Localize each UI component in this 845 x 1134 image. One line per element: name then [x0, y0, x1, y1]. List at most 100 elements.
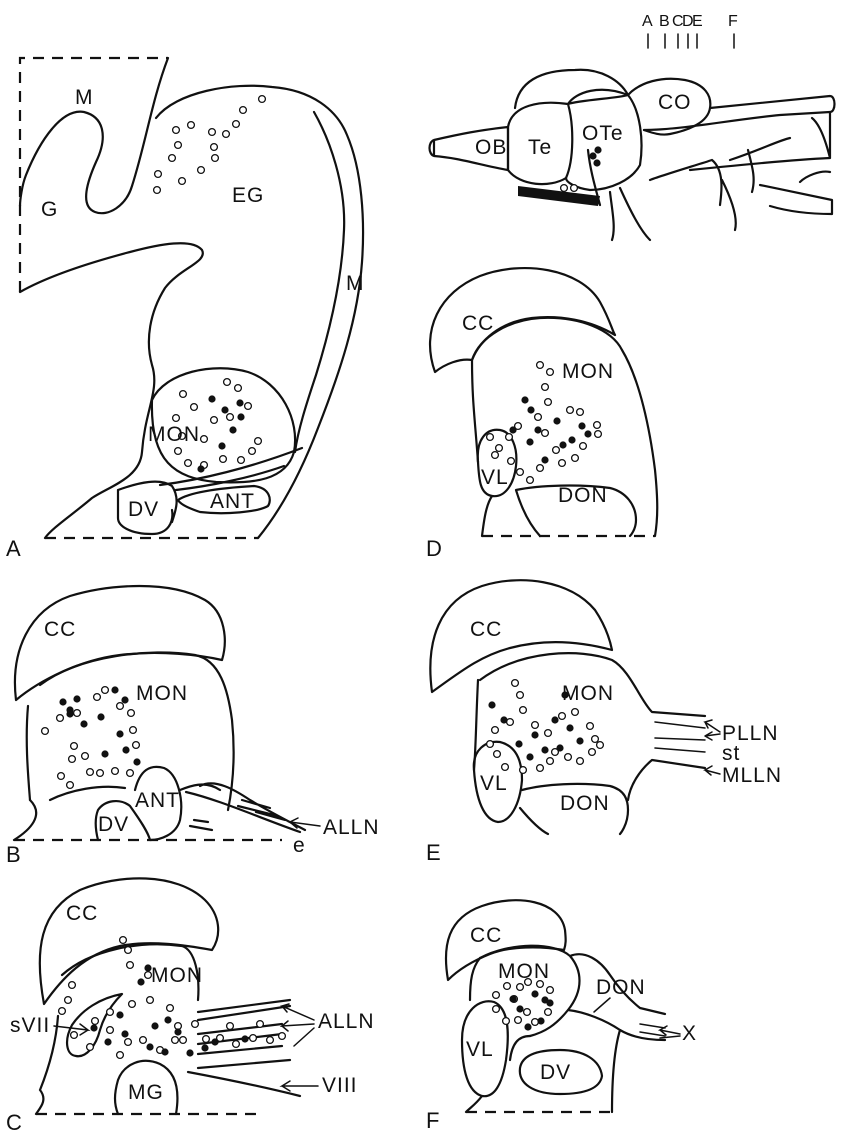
panel-c: CC MON sVII MG ALLN VIII C	[6, 877, 375, 1134]
level-label-f: F	[728, 13, 739, 30]
label-a-g: G	[41, 198, 58, 221]
arrow-c-svii	[53, 1023, 91, 1036]
open-dot	[177, 176, 187, 186]
open-dot	[40, 726, 50, 736]
panel-letter-a: A	[6, 536, 21, 561]
open-dot	[171, 125, 181, 135]
level-label-a: A	[642, 13, 654, 30]
filled-dot	[241, 1035, 249, 1043]
level-label-c: C	[672, 13, 685, 30]
label-c-svii: sVII	[10, 1014, 50, 1037]
filled-dot	[559, 441, 567, 449]
open-dot	[565, 405, 575, 415]
open-dot	[525, 475, 535, 485]
filled-dot	[531, 990, 539, 998]
open-dot	[535, 979, 545, 989]
open-dot	[118, 935, 128, 945]
filled-dot	[73, 695, 81, 703]
open-dot	[550, 747, 560, 757]
label-e-plln: PLLN	[722, 722, 779, 745]
filled-dot	[151, 1022, 159, 1030]
filled-dot	[527, 406, 535, 414]
label-e-vl: VL	[480, 772, 508, 795]
filled-dot	[137, 978, 145, 986]
panel-e-lower	[472, 678, 630, 836]
open-dot	[231, 1039, 241, 1049]
open-dot	[545, 756, 555, 766]
label-c-mon: MON	[151, 964, 203, 987]
label-e-mlln: MLLN	[722, 764, 782, 787]
panel-a-granular-lip	[18, 242, 204, 540]
open-dot	[221, 129, 231, 139]
label-a-eg: EG	[232, 184, 264, 207]
open-dot	[530, 720, 540, 730]
level-label-d: D	[682, 13, 695, 30]
arrow-c-viii	[279, 1080, 319, 1092]
filled-dot	[546, 999, 554, 1007]
panel-e-cc	[429, 579, 614, 694]
panel-c-dots	[57, 935, 287, 1060]
filled-dot	[104, 1038, 112, 1046]
open-dot	[540, 428, 550, 438]
label-d-don: DON	[558, 484, 608, 507]
open-dot	[165, 1003, 175, 1013]
open-dot	[145, 995, 155, 1005]
filled-dot	[526, 753, 534, 761]
panel-c-mon	[34, 943, 200, 1116]
brain-optic-nerve	[518, 186, 600, 206]
label-f-cc: CC	[470, 924, 502, 947]
panel-a-outer-contour	[154, 84, 365, 540]
open-dot	[490, 725, 500, 735]
panel-c-cc	[38, 877, 220, 1006]
arrow-f-x	[657, 1025, 681, 1039]
open-dot	[485, 739, 495, 749]
filled-dot	[537, 1017, 545, 1025]
panel-a-cerebellum-fold	[18, 56, 170, 215]
open-dot	[201, 1034, 211, 1044]
filled-dot	[531, 731, 539, 739]
label-e-mon: MON	[562, 682, 614, 705]
label-e-don: DON	[560, 792, 610, 815]
open-dot	[265, 1035, 275, 1045]
brain-overview: A B C D E F OB Te OTe CO	[428, 13, 836, 242]
open-dot	[173, 140, 183, 150]
open-dot	[115, 1050, 125, 1060]
open-dot	[69, 741, 79, 751]
filled-dot	[80, 720, 88, 728]
filled-dot	[566, 724, 574, 732]
brain-optic-tectum	[513, 68, 643, 192]
filled-dot	[551, 716, 559, 724]
panel-f-dv	[518, 1048, 604, 1096]
brain-telencephalon	[506, 101, 574, 186]
open-dot	[545, 367, 555, 377]
filled-dot	[534, 426, 542, 434]
filled-dot	[144, 964, 152, 972]
open-dot	[85, 1042, 95, 1052]
open-dot	[500, 762, 510, 772]
open-dot	[80, 751, 90, 761]
filled-dot	[526, 438, 534, 446]
filled-dot	[201, 1044, 209, 1052]
open-dot	[595, 740, 605, 750]
open-dot	[543, 397, 553, 407]
open-dot	[196, 165, 206, 175]
open-dot	[535, 360, 545, 370]
filled-dot	[146, 1043, 154, 1051]
open-dot	[55, 713, 65, 723]
filled-dot	[541, 746, 549, 754]
open-dot	[115, 701, 125, 711]
label-f-x: X	[682, 1022, 697, 1045]
open-dot	[530, 1017, 540, 1027]
filled-dot	[121, 1030, 129, 1038]
label-d-cc: CC	[462, 312, 494, 335]
open-dot	[491, 1004, 501, 1014]
filled-dot	[211, 1038, 219, 1046]
open-dot	[170, 1035, 180, 1045]
open-dot	[593, 429, 603, 439]
label-b-dv: DV	[98, 813, 129, 836]
open-dot	[69, 1030, 79, 1040]
label-c-alln: ALLN	[318, 1010, 375, 1033]
panel-a: M G EG M MON DV ANT A	[6, 56, 365, 561]
open-dot	[238, 105, 248, 115]
open-dot	[255, 1019, 265, 1029]
